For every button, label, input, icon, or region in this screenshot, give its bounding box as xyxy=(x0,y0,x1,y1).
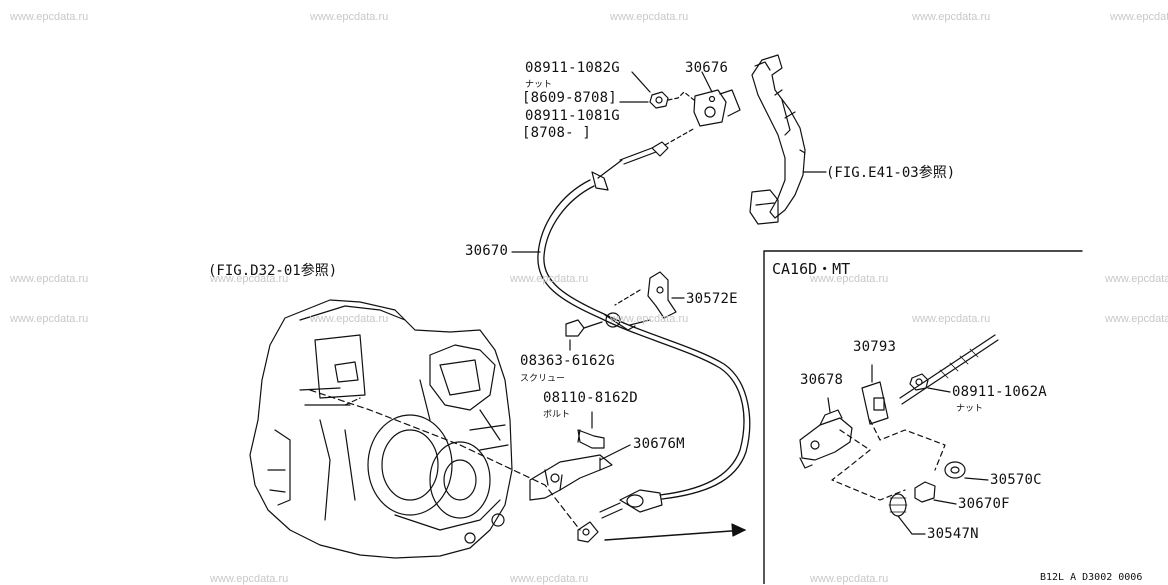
collar-30670F xyxy=(914,481,936,503)
gear-30547N xyxy=(888,493,908,517)
part-label-08110-8162D: 08110-8162D xyxy=(543,390,638,406)
watermark: www.epcdata.ru xyxy=(1105,313,1168,325)
part-label-08911-1062A: 08911-1062A xyxy=(952,384,1047,400)
watermark: www.epcdata.ru xyxy=(210,573,289,585)
inset-frame xyxy=(763,250,1083,584)
bushing-30570C xyxy=(944,461,966,479)
part-label-inset-nut: ナット xyxy=(956,404,984,414)
watermark: www.epcdata.ru xyxy=(810,273,889,285)
watermark: www.epcdata.ru xyxy=(1105,273,1168,285)
part-label-30676M: 30676M xyxy=(633,436,685,452)
watermark: www.epcdata.ru xyxy=(610,11,689,23)
part-label-bolt: ボルト xyxy=(543,410,571,420)
part-label-08363-6162G: 08363-6162G xyxy=(520,353,615,369)
clip-30572E xyxy=(614,271,677,319)
pedal-assembly xyxy=(749,54,806,225)
nut-08911-1062A xyxy=(909,373,929,391)
figure-ref-d32: (FIG.D32-01参照) xyxy=(208,263,338,279)
part-label-30678: 30678 xyxy=(800,372,844,388)
part-label-08911-1081G: 08911-1081G xyxy=(525,108,620,124)
part-label-30670F: 30670F xyxy=(958,496,1010,512)
figure-ref-e41: (FIG.E41-03参照) xyxy=(826,165,956,181)
watermark: www.epcdata.ru xyxy=(510,573,589,585)
figure-code: B12L A D3002 0006 xyxy=(1040,572,1143,583)
part-label-date-range-1: [8609-8708] xyxy=(522,90,617,106)
watermark: www.epcdata.ru xyxy=(10,11,89,23)
screw-08363 xyxy=(565,319,603,337)
watermark: www.epcdata.ru xyxy=(912,11,991,23)
part-label-08911-1082G: 08911-1082G xyxy=(525,60,620,76)
watermark: www.epcdata.ru xyxy=(210,273,289,285)
nut-08911 xyxy=(649,91,669,109)
part-label-30676: 30676 xyxy=(685,60,729,76)
part-label-30547N: 30547N xyxy=(927,526,979,542)
part-label-date-range-2: [8708- ] xyxy=(522,125,592,141)
part-label-30572E: 30572E xyxy=(686,291,738,307)
part-label-screw: スクリュー xyxy=(520,374,566,384)
bracket-30793 xyxy=(861,381,889,425)
watermark: www.epcdata.ru xyxy=(912,313,991,325)
part-label-30793: 30793 xyxy=(853,339,897,355)
watermark: www.epcdata.ru xyxy=(810,573,889,585)
clevis-30678 xyxy=(799,409,853,469)
inset-title: CA16D・MT xyxy=(772,260,851,278)
clevis-30676 xyxy=(693,89,741,127)
bracket-30676M xyxy=(529,454,613,501)
watermark: www.epcdata.ru xyxy=(310,313,389,325)
part-label-30570C: 30570C xyxy=(990,472,1042,488)
watermark: www.epcdata.ru xyxy=(510,273,589,285)
watermark: www.epcdata.ru xyxy=(1110,11,1168,23)
part-label-30670: 30670 xyxy=(465,243,509,259)
watermark: www.epcdata.ru xyxy=(10,273,89,285)
watermark: www.epcdata.ru xyxy=(310,11,389,23)
transmission-case xyxy=(249,299,513,559)
bolt-08110 xyxy=(577,429,605,449)
watermark: www.epcdata.ru xyxy=(610,313,689,325)
watermark: www.epcdata.ru xyxy=(10,313,89,325)
part-label-nut: ナット xyxy=(525,80,553,90)
